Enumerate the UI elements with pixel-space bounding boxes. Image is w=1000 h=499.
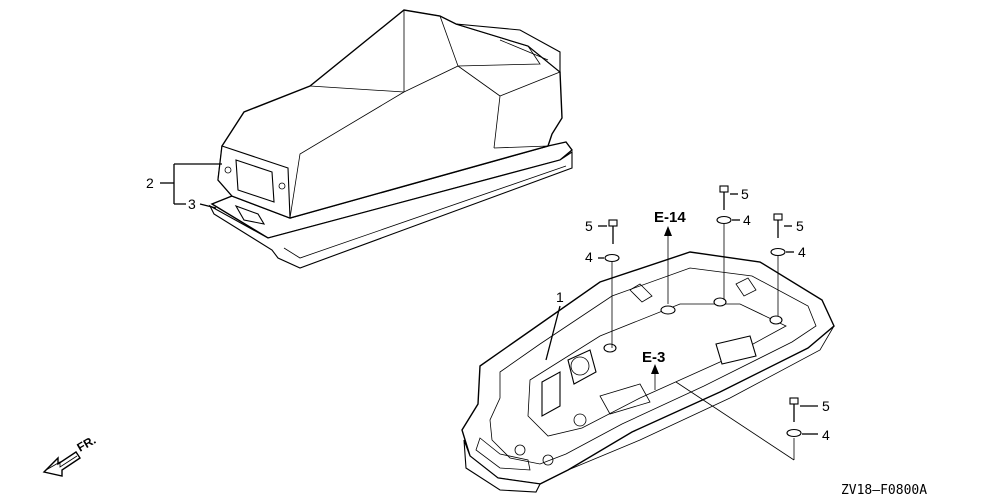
bolt-icon [773, 213, 783, 238]
callout-5-top: 5 [741, 186, 749, 202]
callout-4-bottom: 4 [822, 427, 830, 443]
bolt-icon [789, 397, 799, 422]
front-direction-label: FR. [75, 433, 99, 455]
bolt-icon [719, 185, 729, 210]
washer-icon [786, 428, 802, 438]
bolt-icon [608, 219, 618, 244]
callout-4-top: 4 [743, 212, 751, 228]
engine-cover [208, 9, 573, 269]
leader-lines [160, 163, 818, 461]
ref-e3: E-3 [642, 349, 665, 366]
diagram-code: ZV18—F0800A [841, 483, 927, 498]
callout-4-right: 4 [798, 244, 806, 260]
callout-2: 2 [146, 175, 154, 191]
callout-5-right: 5 [796, 218, 804, 234]
ref-e14: E-14 [654, 209, 686, 226]
callout-4-left: 4 [585, 249, 593, 265]
washer-icon [604, 253, 620, 263]
callout-5-left: 5 [585, 218, 593, 234]
callout-3: 3 [188, 196, 196, 212]
washer-icon [770, 247, 786, 257]
bottom-pan [461, 251, 835, 493]
front-arrow-icon [42, 451, 81, 477]
callout-1: 1 [556, 289, 564, 305]
washer-icon [716, 215, 732, 225]
callout-5-bottom: 5 [822, 398, 830, 414]
